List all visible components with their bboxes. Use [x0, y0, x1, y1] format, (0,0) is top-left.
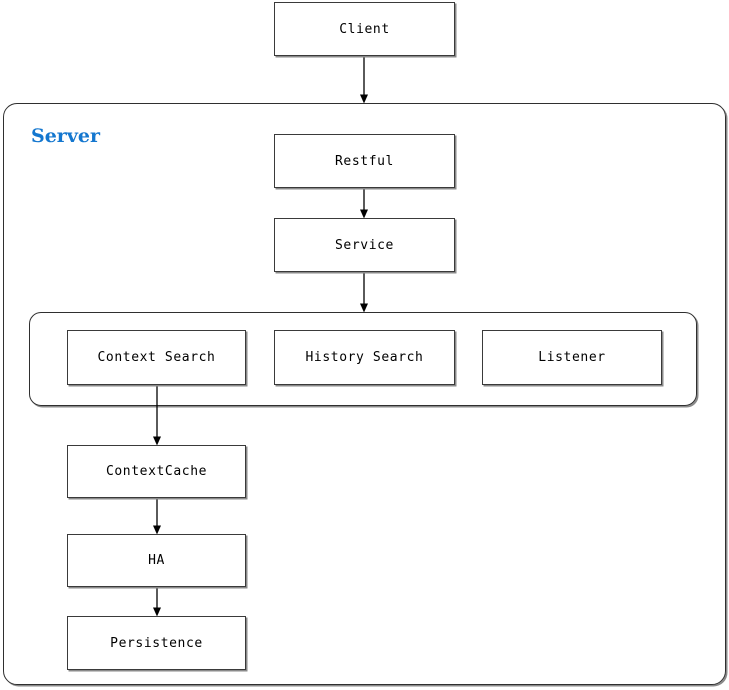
- node-context-search[interactable]: Context Search: [67, 330, 246, 385]
- node-client[interactable]: Client: [274, 2, 455, 56]
- node-context-cache[interactable]: ContextCache: [67, 445, 246, 498]
- node-ha[interactable]: HA: [67, 534, 246, 587]
- node-service[interactable]: Service: [274, 218, 455, 272]
- node-history-search[interactable]: History Search: [274, 330, 455, 385]
- node-context-search-label: Context Search: [97, 350, 216, 365]
- region-server: [3, 103, 726, 685]
- node-history-search-label: History Search: [305, 350, 424, 365]
- node-persistence[interactable]: Persistence: [67, 616, 246, 670]
- node-restful-label: Restful: [335, 153, 394, 169]
- node-service-label: Service: [335, 237, 394, 253]
- region-search-group: [29, 312, 697, 406]
- node-persistence-label: Persistence: [110, 635, 203, 651]
- node-context-cache-label: ContextCache: [105, 464, 208, 479]
- node-client-label: Client: [339, 21, 390, 37]
- node-restful[interactable]: Restful: [274, 134, 455, 188]
- node-listener[interactable]: Listener: [482, 330, 662, 385]
- node-listener-label: Listener: [538, 350, 606, 365]
- region-server-label: Server: [31, 125, 100, 147]
- node-ha-label: HA: [148, 553, 165, 568]
